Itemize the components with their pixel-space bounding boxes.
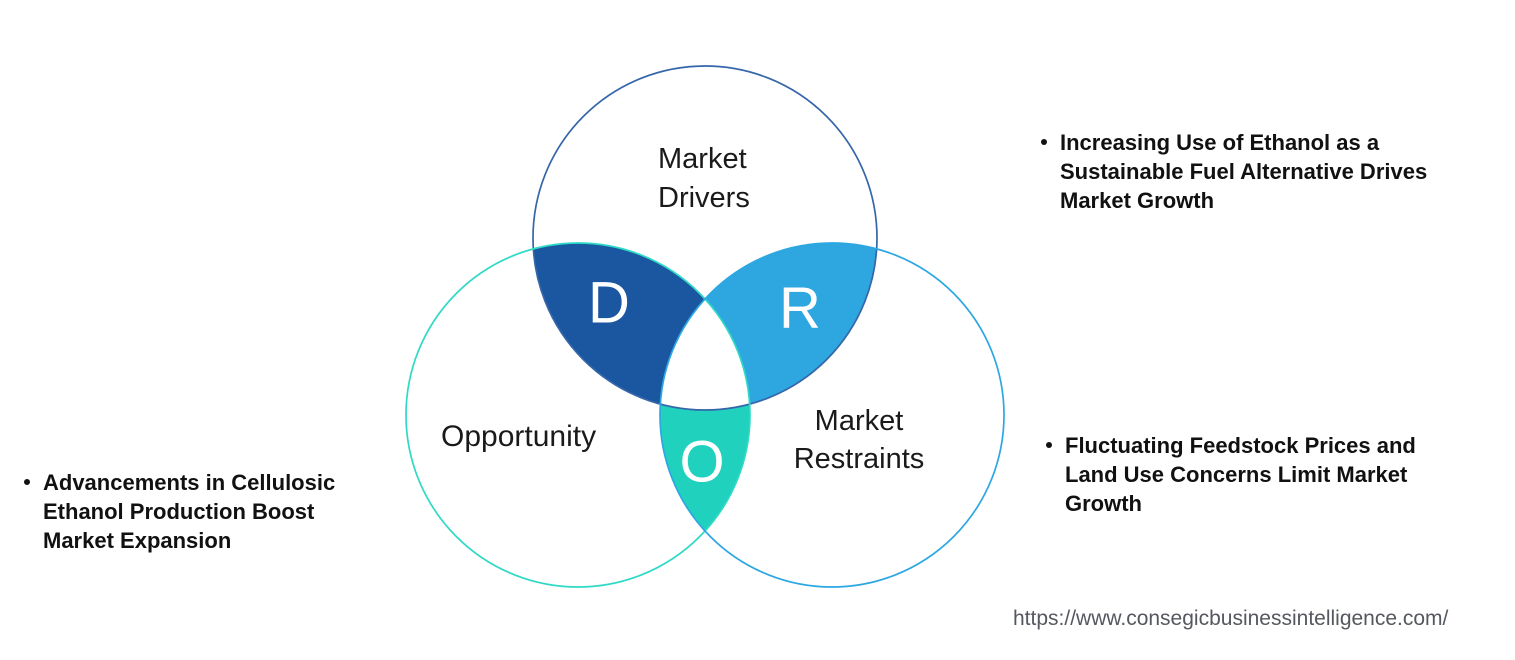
bullet-icon bbox=[24, 479, 30, 485]
bullet-icon bbox=[1041, 139, 1047, 145]
market-drivers-label: Market Drivers bbox=[658, 143, 750, 214]
opportunity-bullet-text: Advancements in Cellulosic Ethanol Produ… bbox=[43, 470, 336, 553]
opportunity-circle-outline bbox=[405, 242, 751, 588]
bullet-icon bbox=[1046, 442, 1052, 448]
market-restraints-circle-outline bbox=[659, 242, 1005, 588]
source-url: https://www.consegicbusinessintelligence… bbox=[1013, 607, 1449, 630]
restraints-bullet: Fluctuating Feedstock Prices and Land Us… bbox=[1046, 431, 1416, 518]
market-drivers-circle-outline bbox=[532, 65, 878, 411]
drivers-bullet-text: Increasing Use of Ethanol as a Sustainab… bbox=[1060, 130, 1428, 213]
drivers-region-letter: D bbox=[588, 270, 630, 336]
market-restraints-label: Market Restraints bbox=[793, 405, 925, 475]
opportunity-region-letter: O bbox=[679, 429, 725, 495]
r-intersection-region bbox=[660, 243, 877, 410]
opportunity-bullet: Advancements in Cellulosic Ethanol Produ… bbox=[24, 468, 335, 555]
drivers-bullet: Increasing Use of Ethanol as a Sustainab… bbox=[1041, 128, 1427, 215]
opportunity-label: Opportunity bbox=[441, 420, 597, 453]
restraints-region-letter: R bbox=[779, 275, 821, 341]
d-intersection-region bbox=[533, 243, 750, 410]
restraints-bullet-text: Fluctuating Feedstock Prices and Land Us… bbox=[1065, 433, 1416, 516]
